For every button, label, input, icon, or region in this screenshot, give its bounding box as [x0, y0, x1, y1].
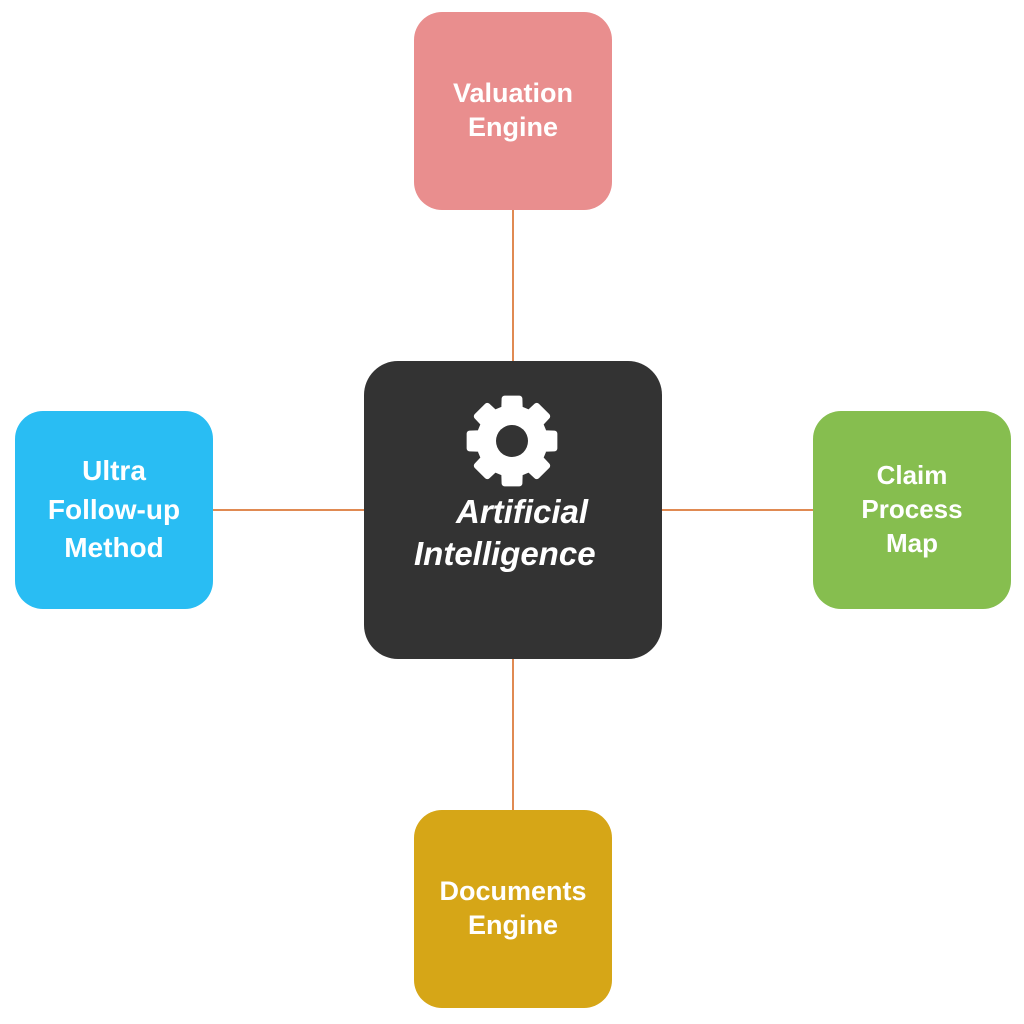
gear-icon: [464, 393, 560, 489]
center-title-line1: Artificial: [456, 493, 589, 530]
claim-process-map-label-line3: Map: [886, 527, 938, 558]
valuation-engine-node: Valuation Engine: [414, 12, 612, 210]
center-title: Artificial Intelligence: [364, 491, 662, 575]
center-title-line2: Intelligence: [414, 534, 596, 572]
claim-process-map-label-line1: Claim: [876, 460, 948, 491]
documents-engine-label-line1: Documents: [439, 876, 587, 907]
documents-engine-label-line2: Engine: [467, 910, 558, 940]
valuation-engine-label-line2: Engine: [467, 112, 558, 142]
ultra-follow-up-label-line1: Ultra: [82, 455, 146, 487]
claim-process-map-label-line2: Process: [861, 494, 963, 525]
claim-process-map-node: Claim Process Map: [813, 411, 1011, 609]
ultra-follow-up-method-node: Ultra Follow-up Method: [15, 411, 213, 609]
valuation-engine-label-line1: Valuation: [452, 78, 574, 109]
ultra-follow-up-label-line3: Method: [64, 532, 164, 564]
gear-hole: [496, 425, 528, 457]
documents-engine-node: Documents Engine: [414, 810, 612, 1008]
artificial-intelligence-node: Artificial Intelligence: [364, 361, 662, 659]
ultra-follow-up-label-line2: Follow-up: [47, 493, 181, 525]
